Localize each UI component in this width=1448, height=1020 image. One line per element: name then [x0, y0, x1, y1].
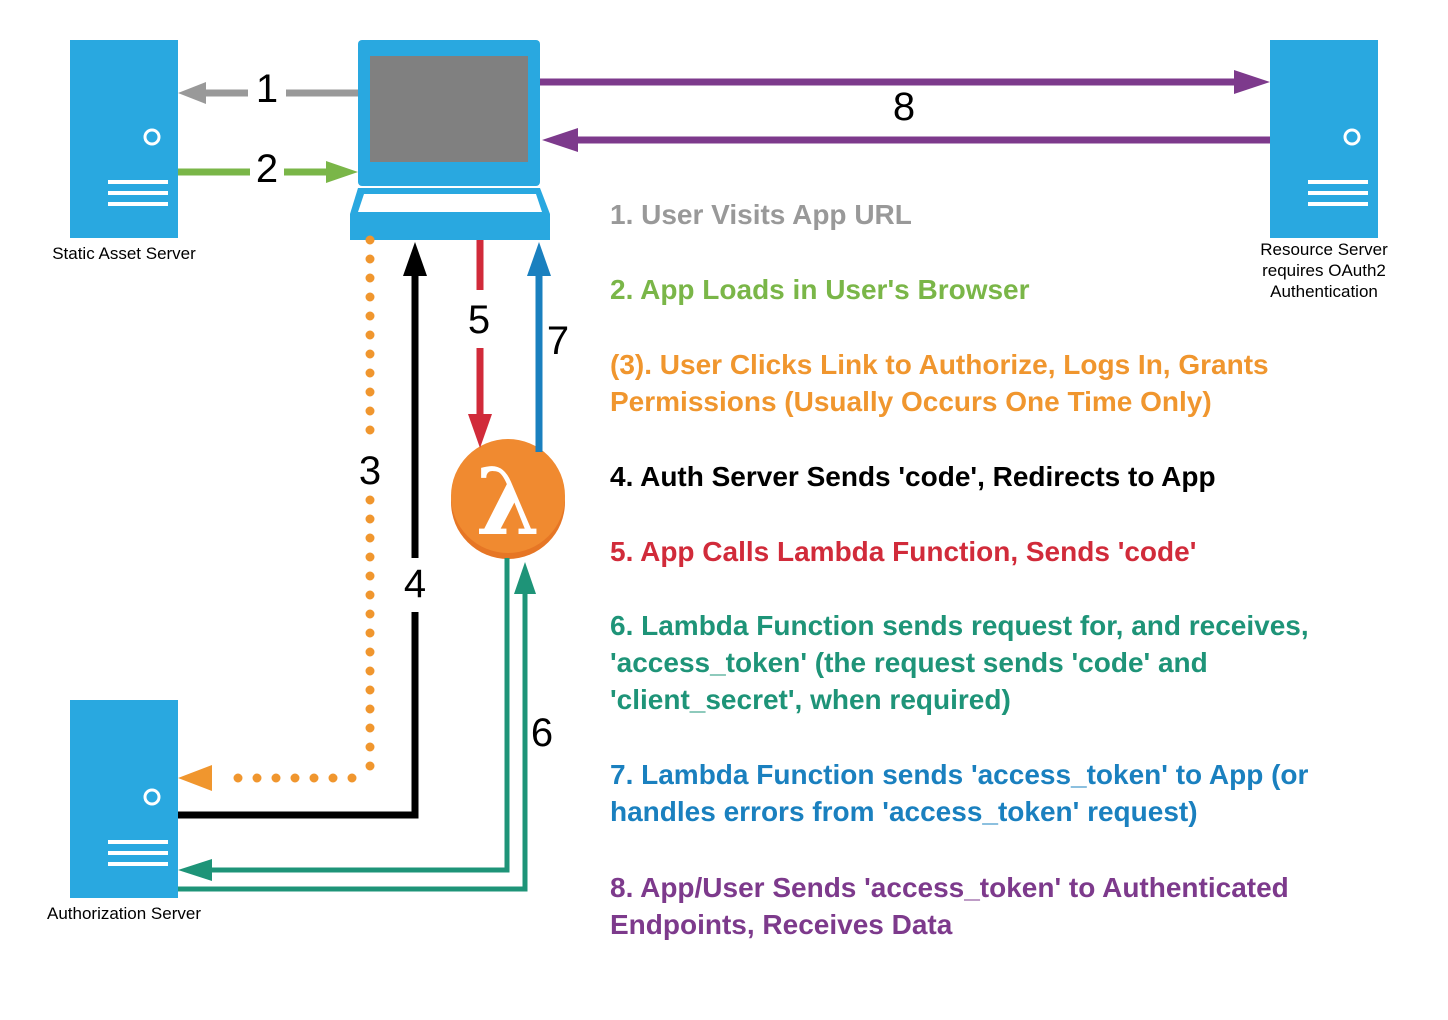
lambda-function-icon: λ — [451, 439, 565, 559]
arrow-8-data-response — [542, 128, 1270, 152]
arrow-1-visit-url — [178, 82, 358, 104]
resource-server-icon — [1270, 40, 1378, 238]
step-4: 4. Auth Server Sends 'code', Redirects t… — [610, 461, 1216, 492]
arrow-2-app-loads — [178, 161, 358, 183]
arrow-5-send-code — [468, 240, 492, 448]
arrow-number-7: 7 — [547, 319, 569, 363]
resource-server-label-line-3: Authentication — [1270, 282, 1378, 301]
arrow-number-1: 1 — [256, 67, 278, 111]
static-asset-server-label: Static Asset Server — [52, 244, 196, 263]
arrow-number-2: 2 — [256, 147, 278, 191]
resource-server-label-line-1: Resource Server — [1260, 240, 1388, 259]
laptop-icon — [350, 40, 550, 240]
authorization-server-icon — [70, 700, 178, 898]
resource-server-label: Resource Server requires OAuth2 Authenti… — [1234, 239, 1414, 302]
static-asset-server-icon — [70, 40, 178, 238]
arrow-8-access-token-request — [540, 70, 1270, 94]
arrow-number-3: 3 — [359, 449, 381, 493]
arrow-6-token-exchange — [178, 558, 536, 892]
arrow-number-8: 8 — [893, 85, 915, 129]
authorization-server-label: Authorization Server — [46, 904, 202, 923]
step-2: 2. App Loads in User's Browser — [610, 274, 1030, 305]
lambda-symbol: λ — [476, 448, 541, 556]
step-1: 1. User Visits App URL — [610, 199, 912, 230]
step-3: (3). User Clicks Link to Authorize, Logs… — [610, 349, 1269, 417]
resource-server-label-line-2: requires OAuth2 — [1262, 261, 1386, 280]
arrow-number-4: 4 — [404, 562, 426, 606]
step-8: 8. App/User Sends 'access_token' to Auth… — [610, 872, 1289, 940]
arrow-7-return-token — [527, 242, 551, 452]
step-5: 5. App Calls Lambda Function, Sends 'cod… — [610, 536, 1197, 567]
arrow-4-redirect-code — [178, 242, 427, 819]
step-7: 7. Lambda Function sends 'access_token' … — [610, 759, 1309, 827]
arrow-number-6: 6 — [531, 711, 553, 755]
step-6: 6. Lambda Function sends request for, an… — [610, 610, 1309, 715]
arrow-number-5: 5 — [468, 298, 490, 342]
arrow-3-authorize — [178, 235, 375, 791]
